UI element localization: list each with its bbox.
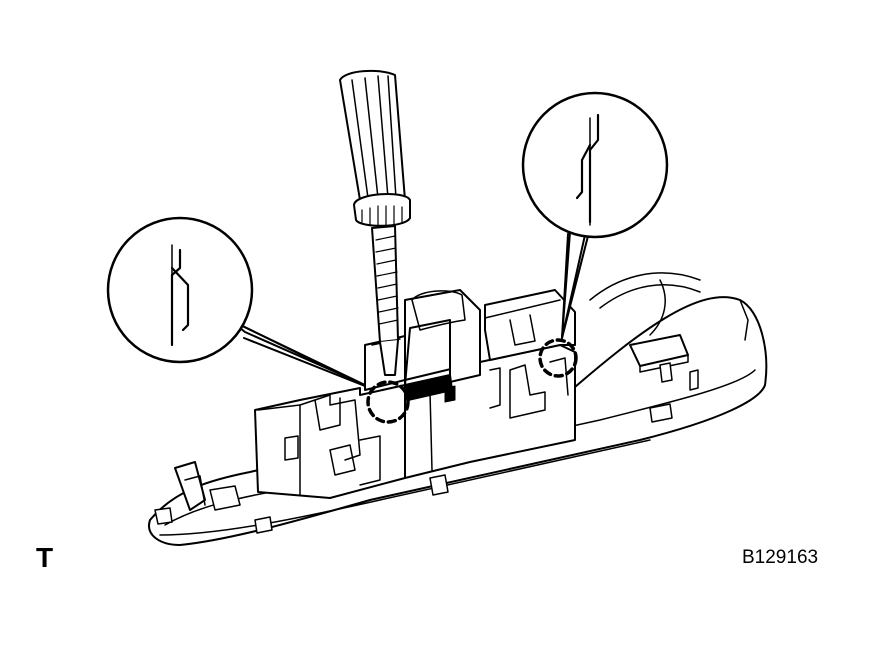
screwdriver-icon [339,69,411,376]
connector-block-left [254,384,406,499]
detail-callout-right-icon [521,91,669,339]
detail-callout-left-icon [106,216,366,387]
corner-mark: T [36,542,54,573]
figure-code: B129163 [742,547,819,568]
claw-highlight-icon [366,338,578,424]
connector-block-right [364,289,576,479]
